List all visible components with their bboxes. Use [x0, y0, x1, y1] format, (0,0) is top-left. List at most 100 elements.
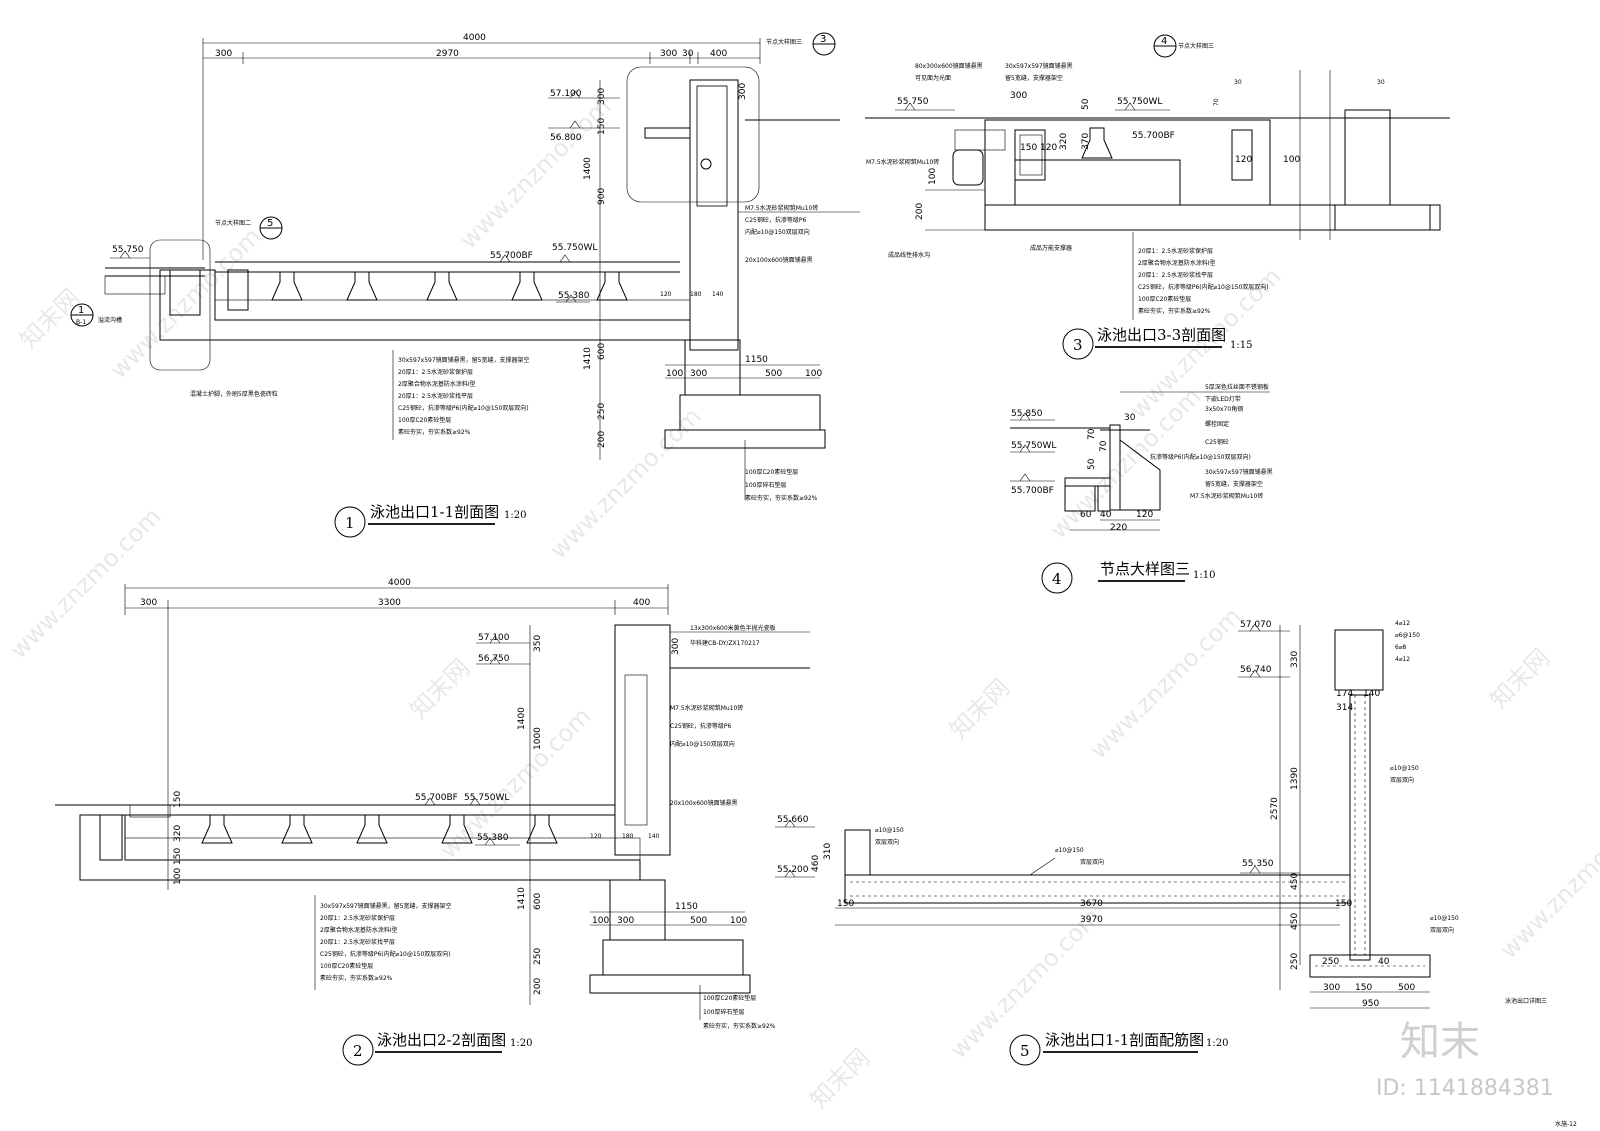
watermark-text: www.znzmo.com	[544, 402, 706, 564]
layer-note: 20厚1：2.5水泥砂浆保护层	[398, 368, 473, 376]
note-text: C25钢砼	[1205, 438, 1229, 446]
drawing-scale: 1:20	[504, 510, 526, 521]
note-text: 30x597x597镜面铺悬黑	[1005, 62, 1073, 70]
dim-label: 4000	[463, 33, 486, 43]
dim-label: 150	[1355, 983, 1372, 993]
dim-label: 600	[533, 893, 543, 910]
elevation: 56.740	[1240, 665, 1272, 675]
dim-label: 140	[712, 291, 724, 298]
note-text: M7.5水泥砂浆砌筑Mu10砖	[670, 704, 743, 712]
section-1-1: 4000 300 2970 300 30 400 节点大样图三 3 57.100…	[70, 32, 860, 538]
dim-label: 150	[597, 118, 607, 135]
dim-label: 50	[1081, 98, 1091, 110]
elevation: 55.750WL	[1117, 97, 1162, 107]
note-text: 80x300x600镜面铺悬黑	[915, 62, 983, 70]
note-text: M7.5水泥砂浆砌筑Mu10砖	[1190, 492, 1263, 500]
callout-label: 节点大样图二	[215, 219, 251, 227]
note-text: 留5宽缝，支撑器架空	[1005, 74, 1063, 82]
dim-label: 3670	[1080, 899, 1103, 909]
dim-label: 320	[173, 825, 183, 842]
base-layer: 100厚C20素砼垫层	[745, 468, 798, 476]
dim-label: 460	[811, 855, 821, 872]
dim-label: 100	[666, 369, 683, 379]
note-text: 5厚深色拉丝面不锈钢板	[1205, 383, 1269, 391]
dim-label: 150	[173, 791, 183, 808]
callout-label: 节点大样图三	[766, 38, 802, 46]
dim-label: 70	[1087, 428, 1097, 440]
dim-label: 1000	[533, 727, 543, 750]
dim-label: 100	[730, 916, 747, 926]
watermark-text: www.znzmo.com	[434, 702, 596, 864]
drawing-number: 3	[1073, 336, 1083, 354]
dim-label: 900	[597, 188, 607, 205]
dim-label: 1410	[517, 887, 527, 910]
dim-label: 150	[837, 899, 854, 909]
drawing-scale: 1:20	[1206, 1038, 1228, 1049]
dim-label: 150	[1335, 899, 1352, 909]
drawing-title: 泳池出口1-1剖面图	[370, 503, 499, 521]
dim-label: 330	[1290, 651, 1300, 668]
dim-label: 200	[915, 203, 925, 220]
rebar-note: 4⌀12	[1395, 656, 1410, 663]
dim-label: 40	[1100, 510, 1112, 520]
elevation: 55.750	[897, 97, 929, 107]
dim-label: 314	[1336, 703, 1353, 713]
elevation: 55.660	[777, 815, 809, 825]
dim-label: 150	[1020, 143, 1037, 153]
dim-label: 30	[682, 49, 694, 59]
note-text: 内配⌀10@150双层双向	[745, 228, 810, 236]
elevation: 55.700BF	[1132, 131, 1175, 141]
layer-note: 30x597x597镜面铺悬黑，留5宽缝，支撑器架空	[398, 356, 529, 364]
layer-note: C25钢砼，抗渗等级P6(内配⌀10@150双层双向)	[398, 404, 529, 412]
drawing-scale: 1:10	[1193, 570, 1215, 581]
dim-label: 1400	[517, 707, 527, 730]
dim-label: 70	[1213, 98, 1220, 106]
dim-label: 180	[690, 291, 702, 298]
drawing-scale: 1:20	[510, 1038, 532, 1049]
dim-label: 120	[1136, 510, 1153, 520]
drawing-scale: 1:15	[1230, 340, 1252, 351]
dim-label: 30	[1124, 413, 1136, 423]
rebar-section-1-1: 57.070 56.740 55.660 55.200 55.350 330 1…	[775, 620, 1547, 1066]
dim-label: 30	[1234, 79, 1242, 86]
dim-label: 60	[1080, 510, 1092, 520]
dim-label: 174	[1336, 689, 1353, 699]
elevation: 56.800	[550, 133, 582, 143]
watermark-brand: 知末网	[1484, 644, 1555, 715]
dim-label: 250	[1322, 957, 1339, 967]
rebar-note: ⌀10@150	[1430, 915, 1459, 922]
rebar-note: ⌀10@150	[1390, 765, 1419, 772]
dim-label: 300	[597, 88, 607, 105]
dim-label: 100	[592, 916, 609, 926]
dim-label: 300	[1323, 983, 1340, 993]
base-layer: 素砼夯实，夯实系数≥92%	[745, 494, 818, 502]
callout-number: 3	[820, 34, 826, 45]
drawing-title: 泳池出口1-1剖面配筋图	[1045, 1031, 1204, 1049]
elevation: 55.750WL	[1011, 441, 1056, 451]
layer-note: 2厚聚合物水泥基防水涂料I型	[1138, 259, 1216, 267]
note-text: 可见面为光面	[915, 74, 951, 82]
elevation: 55.700BF	[415, 793, 458, 803]
callout-label: 节点大样图三	[1178, 42, 1214, 50]
drawing-title: 泳池出口2-2剖面图	[377, 1031, 506, 1049]
watermark-id: ID: 1141884381	[1376, 1076, 1554, 1101]
note-text: C25钢砼，抗渗等级P6	[670, 722, 731, 730]
pedestal-row	[271, 271, 628, 301]
section-marker: 1	[78, 305, 84, 316]
dim-label: 1150	[745, 355, 768, 365]
rebar-note: 4⌀12	[1395, 620, 1410, 627]
callout-number: 5	[267, 218, 273, 229]
dim-label: 100	[1283, 155, 1300, 165]
dim-label: 3970	[1080, 915, 1103, 925]
section-2-2: 4000 300 3300 400 57.100 56.750 55.700B	[55, 578, 810, 1066]
section-3-3: 55.750 55.750WL 55.700BF 80x300x600镜面铺悬黑…	[865, 34, 1450, 360]
dim-label: 100	[928, 168, 938, 185]
dim-label: 200	[597, 431, 607, 448]
rebar-note: ⌀10@150	[875, 827, 904, 834]
rebar-note: 双层双向	[1430, 926, 1454, 934]
watermark-brand: 知末网	[804, 1044, 875, 1115]
detail-3: 55.850 55.750WL 55.700BF 30 70 70 50 60 …	[1010, 383, 1273, 594]
elevation: 55.700BF	[1011, 486, 1054, 496]
base-layer: 100厚C20素砼垫层	[703, 994, 756, 1002]
dim-label: 1390	[1290, 767, 1300, 790]
